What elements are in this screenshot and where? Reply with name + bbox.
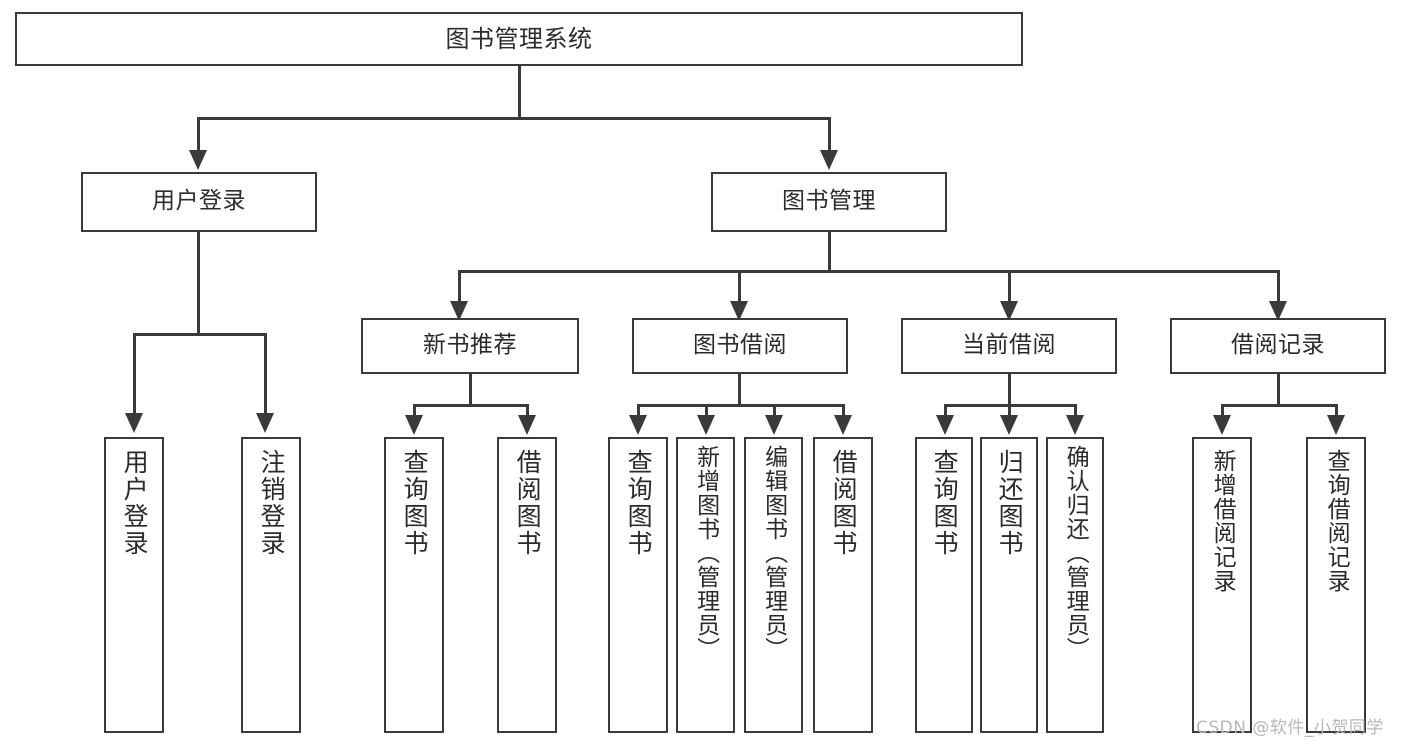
arrowhead-br-add-record [1213,415,1231,435]
arrowhead-br-query-record [1327,415,1345,435]
arrowhead-bb-add-book [697,415,715,435]
connector-root-to-book-mgmt [828,117,831,152]
node-book-management[interactable]: 图书管理 [711,172,947,232]
leaf-br-query-record[interactable]: 查询借阅记录 [1306,437,1366,733]
node-label: 用户登录 [152,188,246,215]
node-current-borrow[interactable]: 当前借阅 [901,318,1117,374]
connector-user-login-l2 [264,333,267,415]
connector-book-borrow-stem [738,374,741,406]
node-label: 图书管理 [782,188,876,215]
node-label: 新增图书（管理员） [692,445,719,661]
arrowhead-book-mgmt [820,150,838,170]
node-label: 新增借阅记录 [1209,449,1236,593]
connector-new-book-c2 [526,404,529,418]
csdn-watermark: CSDN @软件_小贺同学 [1196,718,1384,738]
leaf-br-add-record[interactable]: 新增借阅记录 [1192,437,1252,733]
connector-bb-c3 [773,404,776,418]
node-label: 借阅图书 [829,449,859,557]
connector-book-mgmt-stem [828,232,831,271]
connector-level3-bus [458,270,1278,273]
arrowhead-leaf-logout [256,413,274,433]
connector-new-book-c1 [413,404,416,418]
leaf-cb-return-book[interactable]: 归还图书 [980,437,1038,733]
node-label: 注销登录 [257,449,287,557]
node-label: 借阅图书 [513,449,543,557]
connector-user-login-l1 [133,333,136,415]
connector-user-login-stem [197,232,200,333]
leaf-cb-query-book[interactable]: 查询图书 [915,437,973,733]
connector-to-borrow-record [1277,270,1280,303]
node-user-login[interactable]: 用户登录 [81,172,317,232]
connector-bb-c4 [842,404,845,418]
connector-cb-c1 [944,404,947,418]
node-label: 借阅记录 [1231,332,1325,359]
node-label: 新书推荐 [423,332,517,359]
arrowhead-nb-query-book [405,415,423,435]
arrowhead-bb-query-book [629,415,647,435]
connector-borrow-record-bus [1221,404,1338,407]
connector-to-current-borrow [1008,270,1011,303]
connector-current-borrow-stem [1008,374,1011,406]
connector-root-stem [518,66,521,117]
connector-cb-c3 [1074,404,1077,418]
connector-to-book-borrow [738,270,741,303]
leaf-bb-edit-book[interactable]: 编辑图书（管理员） [744,437,803,733]
node-label: 查询借阅记录 [1323,449,1350,593]
connector-bb-c2 [705,404,708,418]
connector-new-book-stem [469,374,472,406]
node-root-system[interactable]: 图书管理系统 [15,12,1023,66]
node-label: 确认归还（管理员） [1062,445,1089,661]
leaf-cb-confirm-return[interactable]: 确认归还（管理员） [1046,437,1104,733]
arrowhead-borrow-record [1269,301,1287,321]
leaf-nb-borrow-book[interactable]: 借阅图书 [497,437,557,733]
arrowhead-book-borrow [730,301,748,321]
arrowhead-user-login [189,150,207,170]
node-new-book-recommend[interactable]: 新书推荐 [361,318,579,374]
arrowhead-leaf-user-login [125,413,143,433]
leaf-user-login[interactable]: 用户登录 [104,437,164,733]
node-label: 查询图书 [624,449,654,557]
connector-br-c1 [1221,404,1224,418]
node-book-borrow[interactable]: 图书借阅 [632,318,848,374]
node-label: 归还图书 [995,449,1025,557]
node-label: 图书管理系统 [445,24,593,53]
connector-user-login-bus [133,333,267,336]
node-borrow-record[interactable]: 借阅记录 [1170,318,1386,374]
connector-root-to-user-login [197,117,200,152]
arrowhead-cb-return-book [1000,415,1018,435]
node-label: 查询图书 [400,449,430,557]
connector-new-book-bus [413,404,529,407]
leaf-bb-add-book[interactable]: 新增图书（管理员） [676,437,735,733]
connector-to-new-book [458,270,461,303]
leaf-bb-query-book[interactable]: 查询图书 [608,437,668,733]
leaf-logout[interactable]: 注销登录 [241,437,301,733]
node-label: 编辑图书（管理员） [760,445,787,661]
arrowhead-bb-borrow-book [834,415,852,435]
connector-root-bus [197,117,831,120]
node-label: 图书借阅 [693,332,787,359]
connector-borrow-record-stem [1277,374,1280,406]
arrowhead-current-borrow [1000,301,1018,321]
arrowhead-cb-confirm-return [1066,415,1084,435]
node-label: 用户登录 [120,449,150,557]
connector-br-c2 [1335,404,1338,418]
connector-cb-c2 [1008,404,1011,418]
arrowhead-bb-edit-book [765,415,783,435]
leaf-nb-query-book[interactable]: 查询图书 [384,437,444,733]
node-label: 查询图书 [930,449,960,557]
arrowhead-cb-query-book [936,415,954,435]
connector-bb-c1 [637,404,640,418]
node-label: 当前借阅 [962,332,1056,359]
arrowhead-nb-borrow-book [518,415,536,435]
connector-book-borrow-bus [637,404,845,407]
arrowhead-new-book [450,301,468,321]
leaf-bb-borrow-book[interactable]: 借阅图书 [813,437,873,733]
